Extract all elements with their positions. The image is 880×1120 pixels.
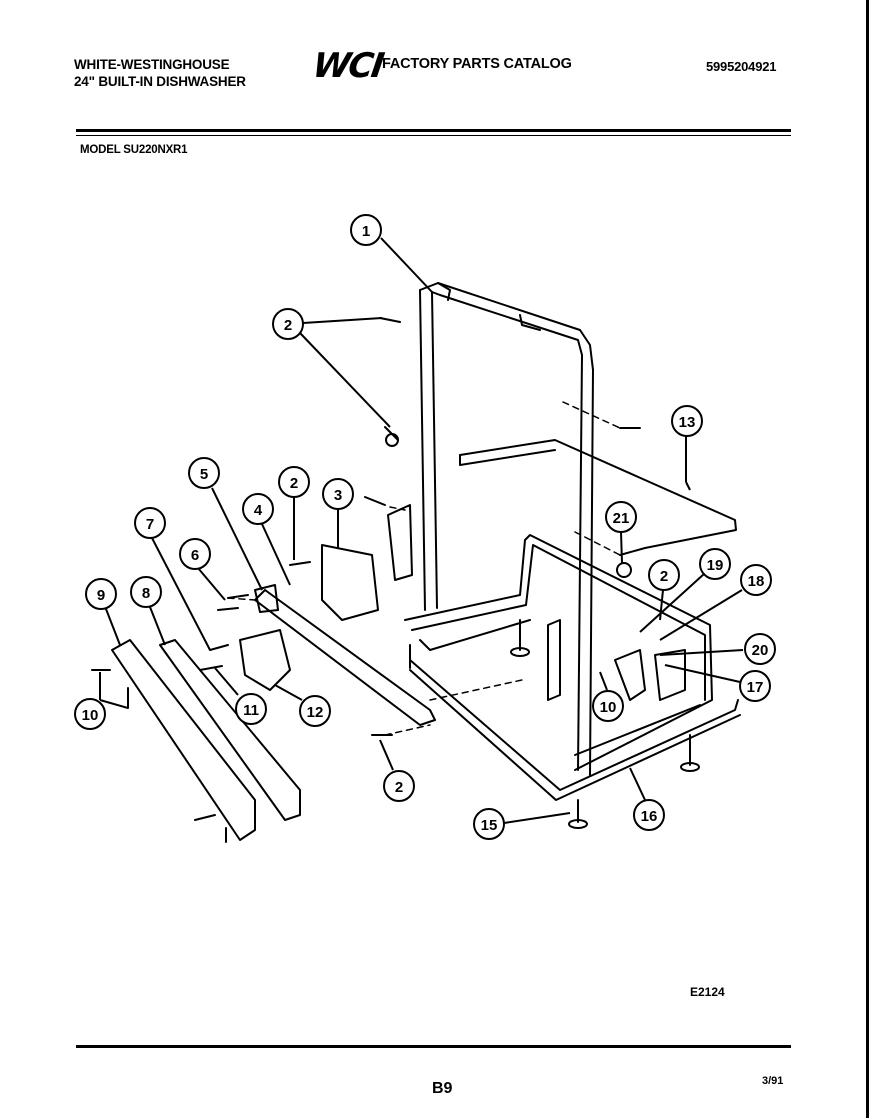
- base-pan: [404, 534, 741, 801]
- callout-11: 11: [214, 667, 267, 725]
- header-rule: [76, 129, 791, 132]
- svg-text:18: 18: [748, 573, 765, 590]
- catalog-date: 3/91: [762, 1075, 784, 1087]
- svg-text:5: 5: [200, 466, 208, 483]
- header-rule-thin: [76, 135, 791, 136]
- svg-text:15: 15: [481, 817, 498, 834]
- callout-7: 7: [134, 507, 211, 651]
- svg-text:1: 1: [362, 223, 370, 240]
- callout-markers: 1 2 2 3 4 5 6 7 8 9 10 11 12 13 21 2 19 …: [74, 214, 776, 840]
- svg-text:13: 13: [679, 414, 696, 431]
- svg-text:2: 2: [284, 317, 292, 334]
- svg-text:20: 20: [752, 642, 769, 659]
- callout-3: 3: [322, 478, 354, 548]
- svg-text:2: 2: [660, 568, 668, 585]
- model-label: MODEL SU220NXR1: [80, 144, 188, 156]
- product-line: 24" BUILT-IN DISHWASHER: [74, 74, 246, 89]
- catalog-title: FACTORY PARTS CATALOG: [382, 56, 572, 72]
- callout-12: 12: [274, 684, 331, 727]
- svg-text:7: 7: [146, 516, 154, 533]
- svg-text:21: 21: [613, 510, 630, 527]
- svg-text:10: 10: [82, 707, 99, 724]
- svg-text:11: 11: [243, 702, 259, 719]
- svg-text:2: 2: [395, 779, 403, 796]
- svg-text:19: 19: [707, 557, 724, 574]
- page-number: B9: [432, 1080, 453, 1097]
- callout-5: 5: [188, 457, 263, 591]
- callout-8: 8: [130, 576, 166, 646]
- callout-10a: 10: [74, 672, 129, 730]
- svg-text:10: 10: [600, 699, 617, 716]
- side-rail: [459, 439, 737, 549]
- callout-20: 20: [659, 633, 776, 665]
- callout-17: 17: [664, 664, 771, 702]
- catalog-number: 5995204921: [706, 59, 777, 74]
- illustration-code: E2124: [690, 985, 725, 999]
- svg-text:4: 4: [254, 502, 263, 519]
- callout-19: 19: [639, 548, 731, 633]
- callout-9: 9: [85, 578, 121, 646]
- callout-21: 21: [605, 501, 637, 564]
- callout-1: 1: [350, 214, 433, 293]
- callout-2a: 2: [272, 308, 391, 428]
- svg-text:17: 17: [747, 679, 764, 696]
- callout-13: 13: [671, 405, 703, 491]
- callout-10b: 10: [592, 671, 624, 722]
- callout-2d: 2: [379, 739, 415, 802]
- svg-text:3: 3: [334, 487, 342, 504]
- door-frame: [419, 282, 594, 776]
- callout-4: 4: [242, 493, 291, 586]
- svg-text:6: 6: [191, 547, 199, 564]
- callout-6: 6: [179, 538, 226, 601]
- svg-text:16: 16: [641, 808, 658, 825]
- brand-block: WHITE-WESTINGHOUSE 24" BUILT-IN DISHWASH…: [74, 56, 246, 90]
- brand-name: WHITE-WESTINGHOUSE: [74, 57, 230, 72]
- callout-15: 15: [473, 808, 571, 840]
- svg-text:12: 12: [307, 704, 324, 721]
- callout-2b: 2: [278, 466, 310, 560]
- footer-rule: [76, 1045, 791, 1048]
- svg-text:8: 8: [142, 585, 150, 602]
- svg-text:9: 9: [97, 587, 105, 604]
- callout-16: 16: [629, 767, 665, 831]
- svg-text:2: 2: [290, 475, 298, 492]
- callout-2c: 2: [648, 559, 680, 621]
- callout-18: 18: [659, 564, 772, 641]
